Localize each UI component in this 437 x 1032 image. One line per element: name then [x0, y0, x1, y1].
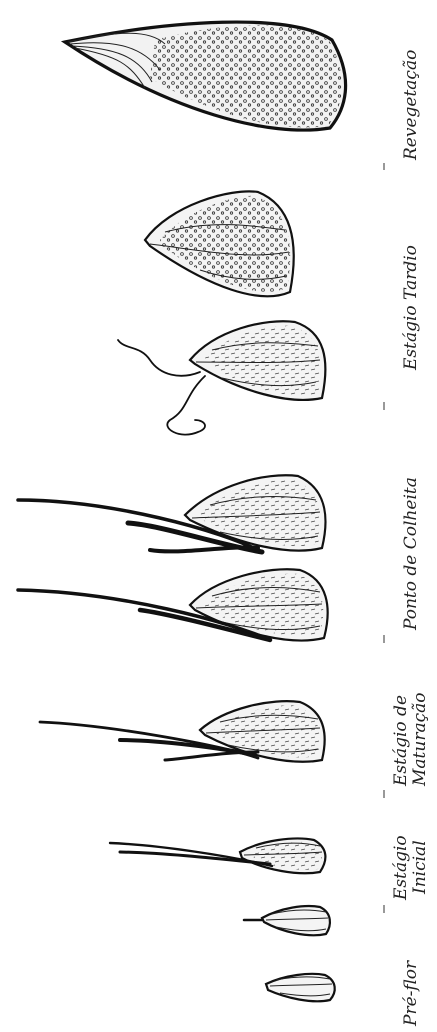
stage-label-revegetacao: Revegetação	[401, 50, 421, 161]
colheita-pistil-illustration	[18, 475, 328, 640]
stage-label-inicial: Estágio Inicial	[391, 830, 430, 901]
maturacao-pistil-illustration	[40, 701, 325, 762]
inicial-pistil-illustration	[110, 839, 330, 936]
stage-label-preflor: Pré-flor	[401, 960, 421, 1027]
tardio-pistil-illustration	[118, 191, 325, 434]
preflor-pistil-illustration	[266, 974, 335, 1001]
stage-label-colheita: Ponto de Colheita	[401, 477, 421, 631]
stage-label-maturacao: Estágio de Maturação	[391, 690, 430, 787]
stage-label-tardio: Estágio Tardio	[401, 245, 421, 371]
revegetacao-pistil-illustration	[65, 22, 346, 130]
